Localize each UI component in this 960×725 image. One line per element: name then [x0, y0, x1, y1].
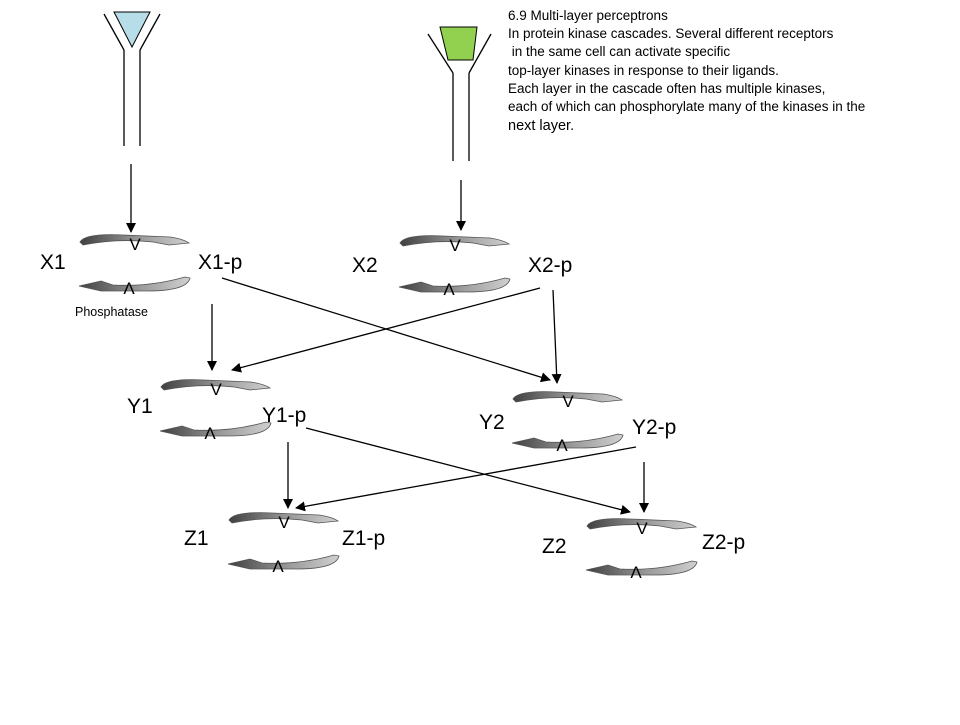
phosphatase-label: Phosphatase — [75, 305, 148, 319]
reverse-band — [585, 560, 698, 576]
forward-band — [79, 234, 191, 246]
forward-symbol: V — [562, 392, 574, 411]
reverse-symbol: Λ — [204, 424, 216, 443]
cycle-x: VΛ — [78, 234, 191, 298]
receptor-2 — [427, 26, 492, 161]
reverse-band — [511, 433, 624, 449]
reverse-symbol: Λ — [123, 279, 135, 298]
forward-symbol: V — [210, 380, 222, 399]
reverse-symbol: Λ — [443, 280, 455, 299]
ligand-2 — [439, 26, 478, 61]
forward-band — [160, 379, 272, 391]
arrows — [126, 164, 649, 515]
reverse-symbol: Λ — [630, 563, 642, 582]
forward-band — [228, 512, 340, 524]
receptor-1 — [103, 11, 161, 146]
node-z2p: Z2-p — [702, 531, 746, 554]
node-z1p: Z1-p — [342, 527, 386, 550]
description-line: in the same cell can activate specific — [508, 44, 731, 60]
reverse-band — [159, 421, 272, 437]
forward-band — [586, 518, 698, 530]
forward-symbol: V — [636, 519, 648, 538]
arrow-y2p-to-z1 — [295, 446, 637, 512]
node-x1: X1 — [40, 251, 66, 274]
description-line: Each layer in the cascade often has mult… — [508, 80, 826, 96]
forward-band — [399, 235, 511, 247]
description-line: each of which can phosphorylate many of … — [508, 99, 866, 115]
arrow-x2p-to-y2 — [551, 289, 562, 384]
forward-band — [512, 391, 624, 403]
cycle-y1: VΛ — [159, 379, 272, 443]
node-z2: Z2 — [542, 535, 567, 558]
description-line: next layer. — [508, 118, 575, 135]
node-y1: Y1 — [127, 395, 153, 418]
node-x1p: X1-p — [198, 251, 243, 274]
node-z1: Z1 — [184, 527, 209, 550]
ligand-1 — [113, 11, 151, 49]
description-line: top-layer kinases in response to their l… — [508, 62, 779, 78]
arrow-y1p-to-z2 — [305, 427, 631, 515]
cycle-y2: VΛ — [511, 391, 624, 455]
cycle-z1: VΛ — [227, 512, 340, 576]
reverse-symbol: Λ — [272, 557, 284, 576]
node-y1p: Y1-p — [262, 404, 307, 427]
description-line: 6.9 Multi-layer perceptrons — [508, 8, 668, 23]
description-line: In protein kinase cascades. Several diff… — [508, 26, 834, 42]
forward-symbol: V — [449, 236, 461, 255]
reverse-band — [78, 276, 191, 292]
cycle-z2: VΛ — [585, 518, 698, 582]
node-x2p: X2-p — [528, 254, 573, 277]
cycle-x2: VΛ — [398, 235, 511, 299]
node-y2: Y2 — [479, 411, 505, 434]
reverse-symbol: Λ — [556, 436, 568, 455]
node-x2: X2 — [352, 254, 378, 277]
forward-symbol: V — [278, 513, 290, 532]
reverse-band — [227, 554, 340, 570]
reverse-band — [398, 277, 511, 293]
forward-symbol: V — [129, 235, 141, 254]
node-y2p: Y2-p — [632, 416, 677, 439]
arrow-x2p-to-y1 — [231, 287, 541, 373]
description-text: 6.9 Multi-layer perceptrons In protein k… — [508, 7, 948, 137]
